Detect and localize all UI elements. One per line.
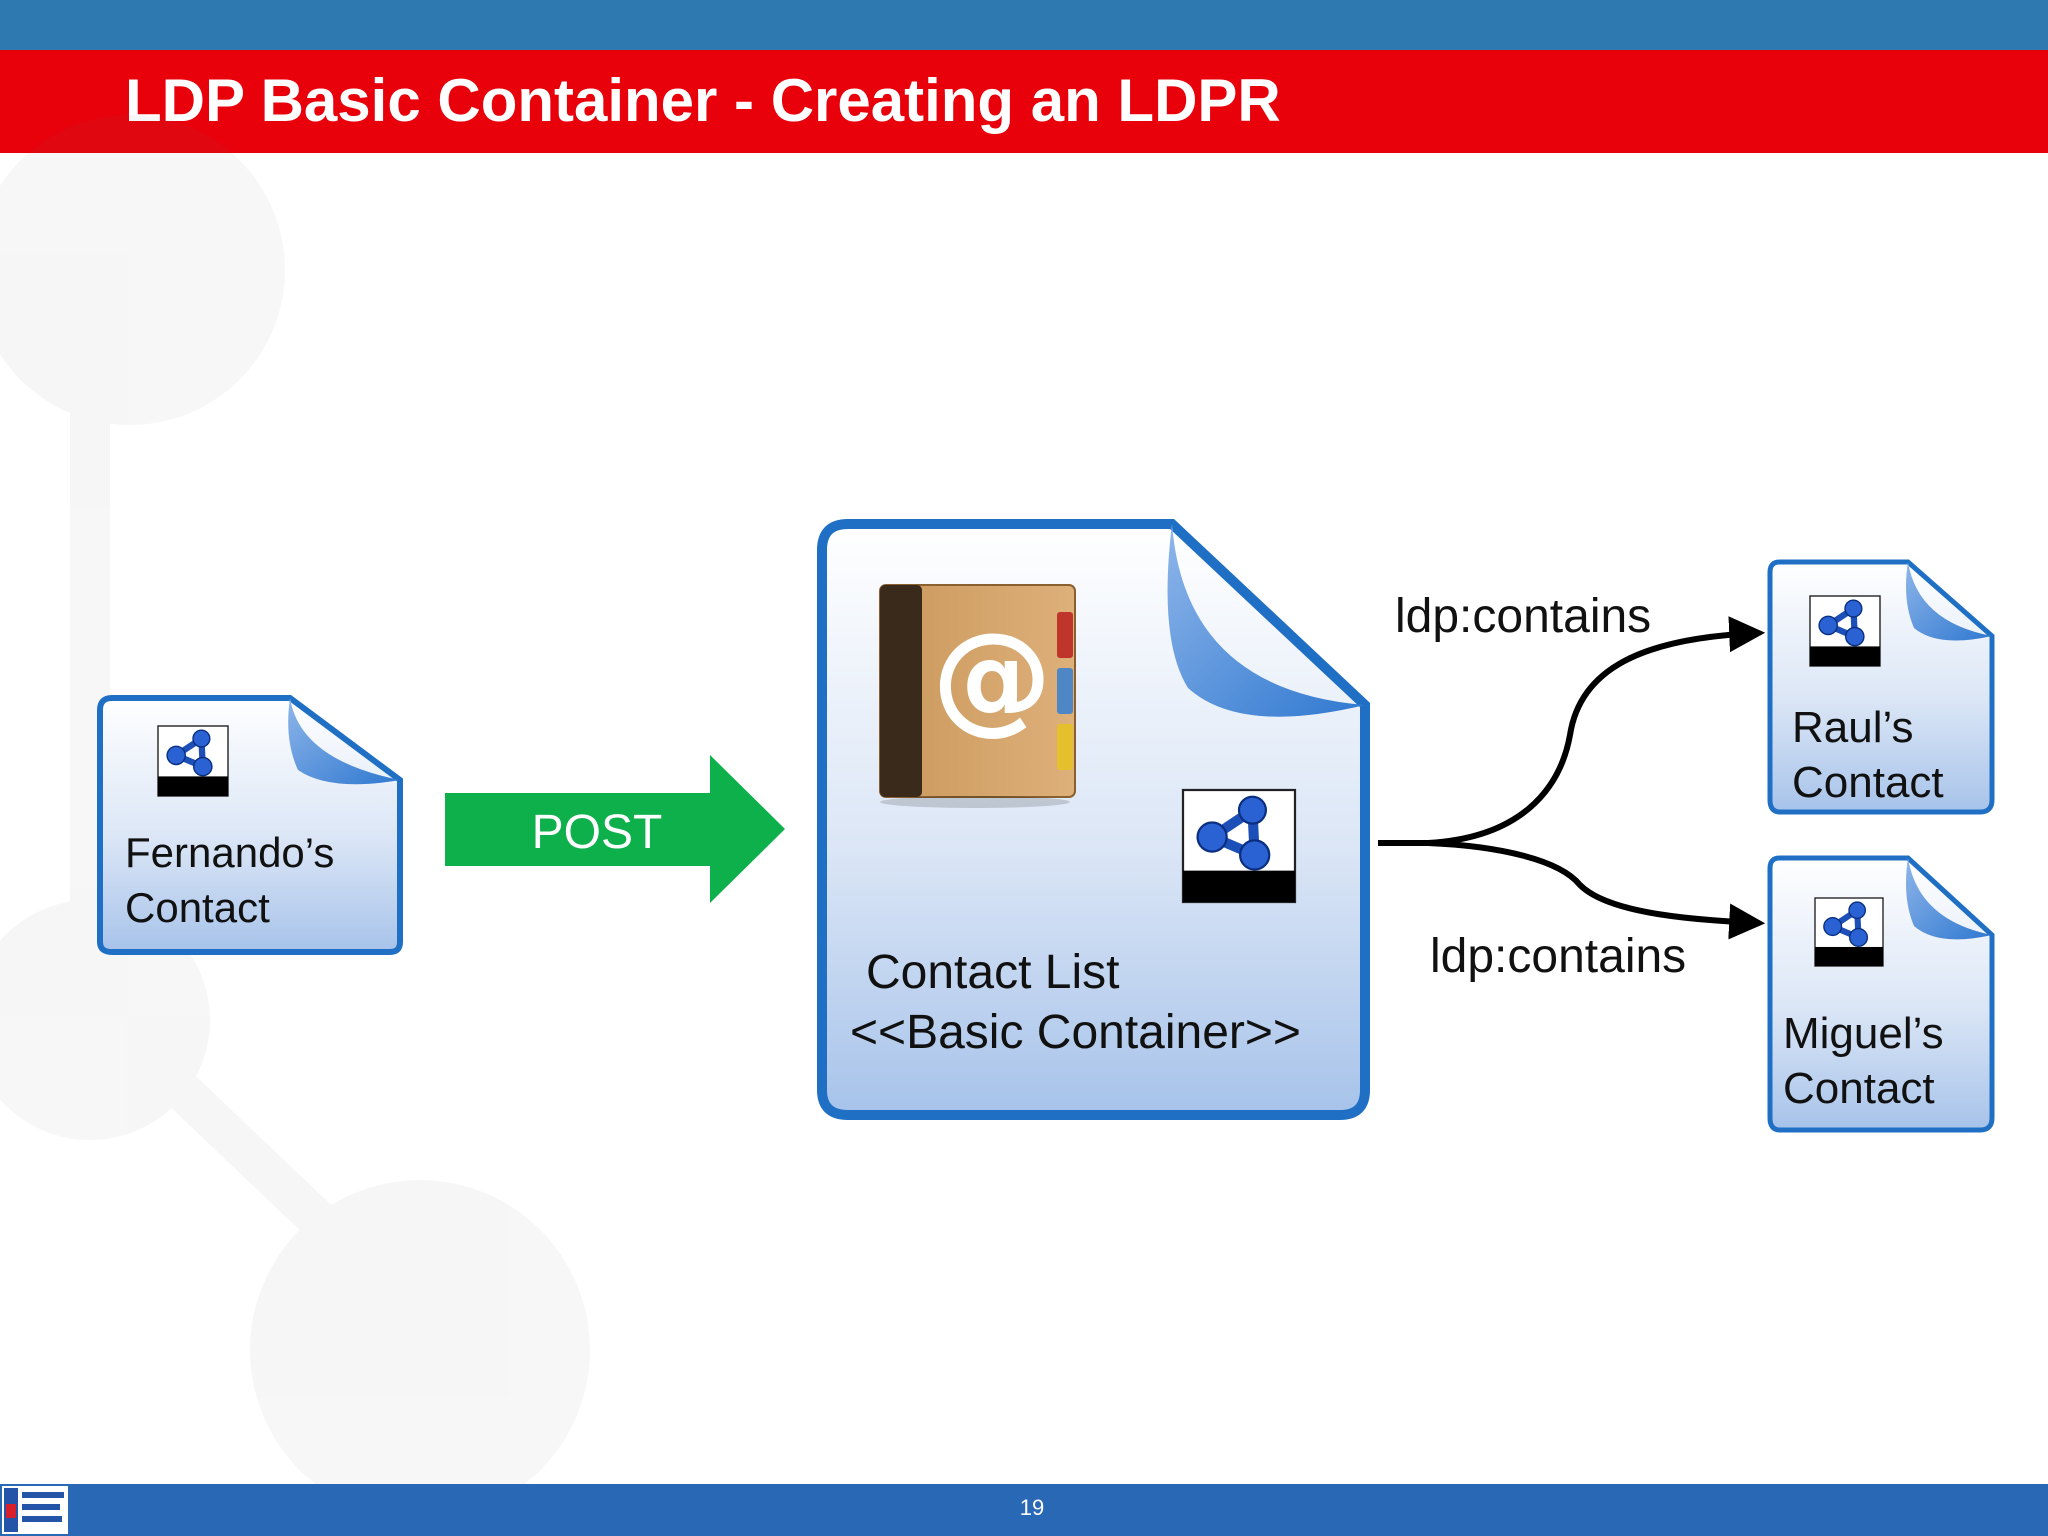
rdf-badge-icon bbox=[1815, 898, 1883, 966]
edge-label-bottom: ldp:contains bbox=[1430, 930, 1686, 983]
address-book-icon: @ bbox=[879, 584, 1076, 808]
source-doc-line1: Fernando’s bbox=[125, 829, 334, 876]
raul-line1: Raul’s bbox=[1792, 703, 1913, 752]
source-document: Fernando’s Contact bbox=[97, 695, 403, 955]
raul-line2: Contact bbox=[1792, 758, 1944, 807]
post-arrow: POST bbox=[445, 755, 785, 903]
container-line2: <<Basic Container>> bbox=[850, 1006, 1301, 1059]
source-doc-line2: Contact bbox=[125, 884, 270, 931]
edge-to-miguel bbox=[1378, 840, 1766, 940]
edge-label-top: ldp:contains bbox=[1395, 590, 1651, 643]
page-number: 19 bbox=[1019, 1495, 1045, 1520]
container-line1: Contact List bbox=[866, 946, 1119, 999]
miguel-line1: Miguel’s bbox=[1783, 1009, 1944, 1058]
top-band bbox=[0, 0, 2048, 50]
rdf-badge-icon bbox=[1810, 596, 1880, 666]
miguel-line2: Contact bbox=[1783, 1064, 1935, 1113]
bottom-band bbox=[0, 1484, 2048, 1536]
post-label: POST bbox=[532, 806, 663, 859]
title-band bbox=[0, 50, 2048, 153]
rdf-badge-icon bbox=[158, 726, 228, 796]
svg-text:@: @ bbox=[932, 608, 1052, 747]
background-molecule-watermark bbox=[0, 115, 590, 1520]
child-document-miguel: Miguel’s Contact bbox=[1767, 855, 1995, 1133]
contains-edges: ldp:contains ldp:contains bbox=[1378, 590, 1766, 983]
child-document-raul: Raul’s Contact bbox=[1767, 559, 1995, 815]
edge-to-raul bbox=[1378, 616, 1766, 846]
slide-title: LDP Basic Container - Creating an LDPR bbox=[125, 67, 1281, 134]
footer-logo bbox=[2, 1486, 68, 1534]
rdf-badge-icon bbox=[1183, 790, 1295, 902]
container-document: @ Contact List <<Basic Container>> bbox=[817, 519, 1370, 1120]
